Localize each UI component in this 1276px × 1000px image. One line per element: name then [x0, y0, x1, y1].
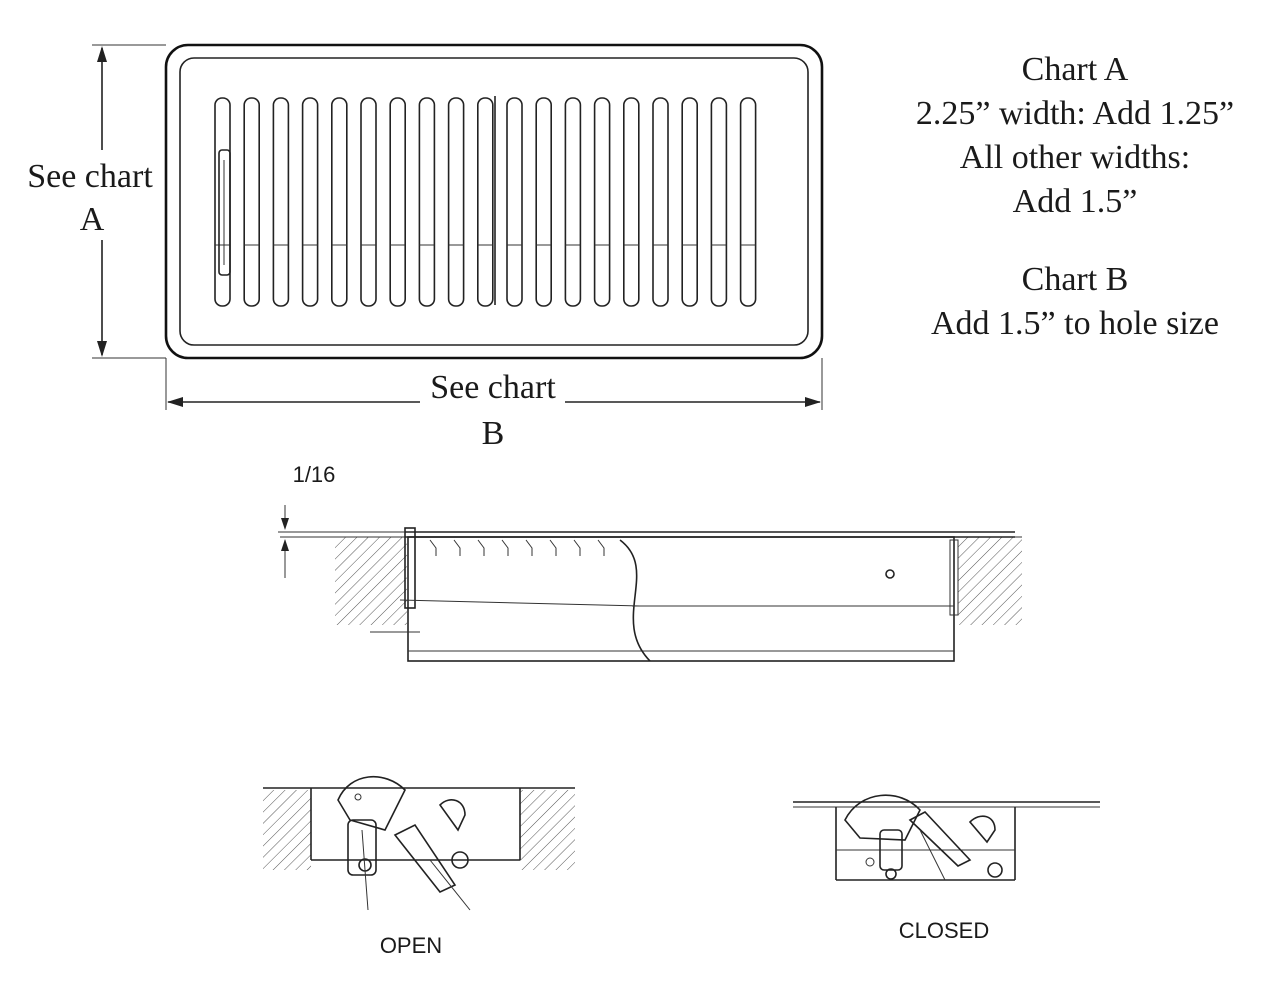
chart-a-title: Chart A [1021, 51, 1129, 88]
side-louver-blade [549, 539, 557, 556]
louver-slot [506, 97, 523, 307]
clearance-label: 1/16 [293, 462, 336, 487]
louver-slot [447, 97, 465, 307]
louver-slot [243, 97, 260, 307]
louver-slot [535, 97, 553, 307]
boot-body [407, 536, 955, 662]
louver-slot [652, 97, 669, 307]
side-louver-blade [453, 539, 461, 556]
louver-slot [330, 97, 348, 307]
open-label: OPEN [380, 933, 442, 958]
top-view-register [164, 43, 824, 360]
chart-b-line-1: Add 1.5” to hole size [931, 305, 1219, 342]
damper-closed-view: CLOSED [793, 794, 1100, 943]
dimension-b: See chart B [165, 358, 823, 452]
chart-a-line-1: 2.25” width: Add 1.25” [915, 95, 1235, 132]
closed-label: CLOSED [899, 918, 989, 943]
louver-slot [564, 97, 582, 307]
dimension-a-label-line1: See chart [27, 158, 153, 195]
louver-slot [272, 97, 290, 307]
side-view-installed: 1/16 [278, 462, 1022, 662]
louver-slot [301, 97, 319, 307]
louver-slot [389, 97, 407, 307]
louver-slots [214, 97, 757, 307]
dimension-b-label-line1: See chart [430, 369, 556, 406]
floor-hatch-left [335, 537, 407, 625]
damper-open-view: OPEN [263, 776, 575, 958]
louver-slot [360, 97, 377, 307]
chart-a-line-3: Add 1.5” [1012, 183, 1138, 220]
louver-slot [418, 97, 436, 307]
side-louver-blade [597, 539, 605, 556]
side-louver-blades [429, 539, 605, 556]
floor-hatch-right [958, 537, 1022, 625]
louver-slot [739, 97, 757, 307]
side-louver-blade [525, 539, 533, 556]
louver-slot [710, 97, 728, 307]
louver-slot [593, 97, 611, 307]
side-louver-blade [477, 539, 485, 556]
notes-spacer [880, 224, 1270, 258]
louver-slot [476, 97, 494, 307]
chart-notes: Chart A 2.25” width: Add 1.25” All other… [880, 48, 1270, 346]
chart-a-line-2: All other widths: [959, 139, 1191, 176]
chart-b-title: Chart B [1021, 261, 1129, 298]
dimension-a: See chart A [20, 44, 166, 359]
register-inner-frame [179, 57, 809, 346]
register-outer-frame [164, 43, 824, 360]
louver-slot [681, 97, 699, 307]
side-louver-blade [573, 539, 581, 556]
damper-lever [218, 149, 231, 276]
louver-slot [622, 97, 640, 307]
dimension-a-label-line2: A [80, 201, 105, 238]
side-louver-blade [429, 539, 437, 556]
dimension-b-label-line2: B [482, 415, 505, 452]
side-louver-blade [501, 539, 509, 556]
